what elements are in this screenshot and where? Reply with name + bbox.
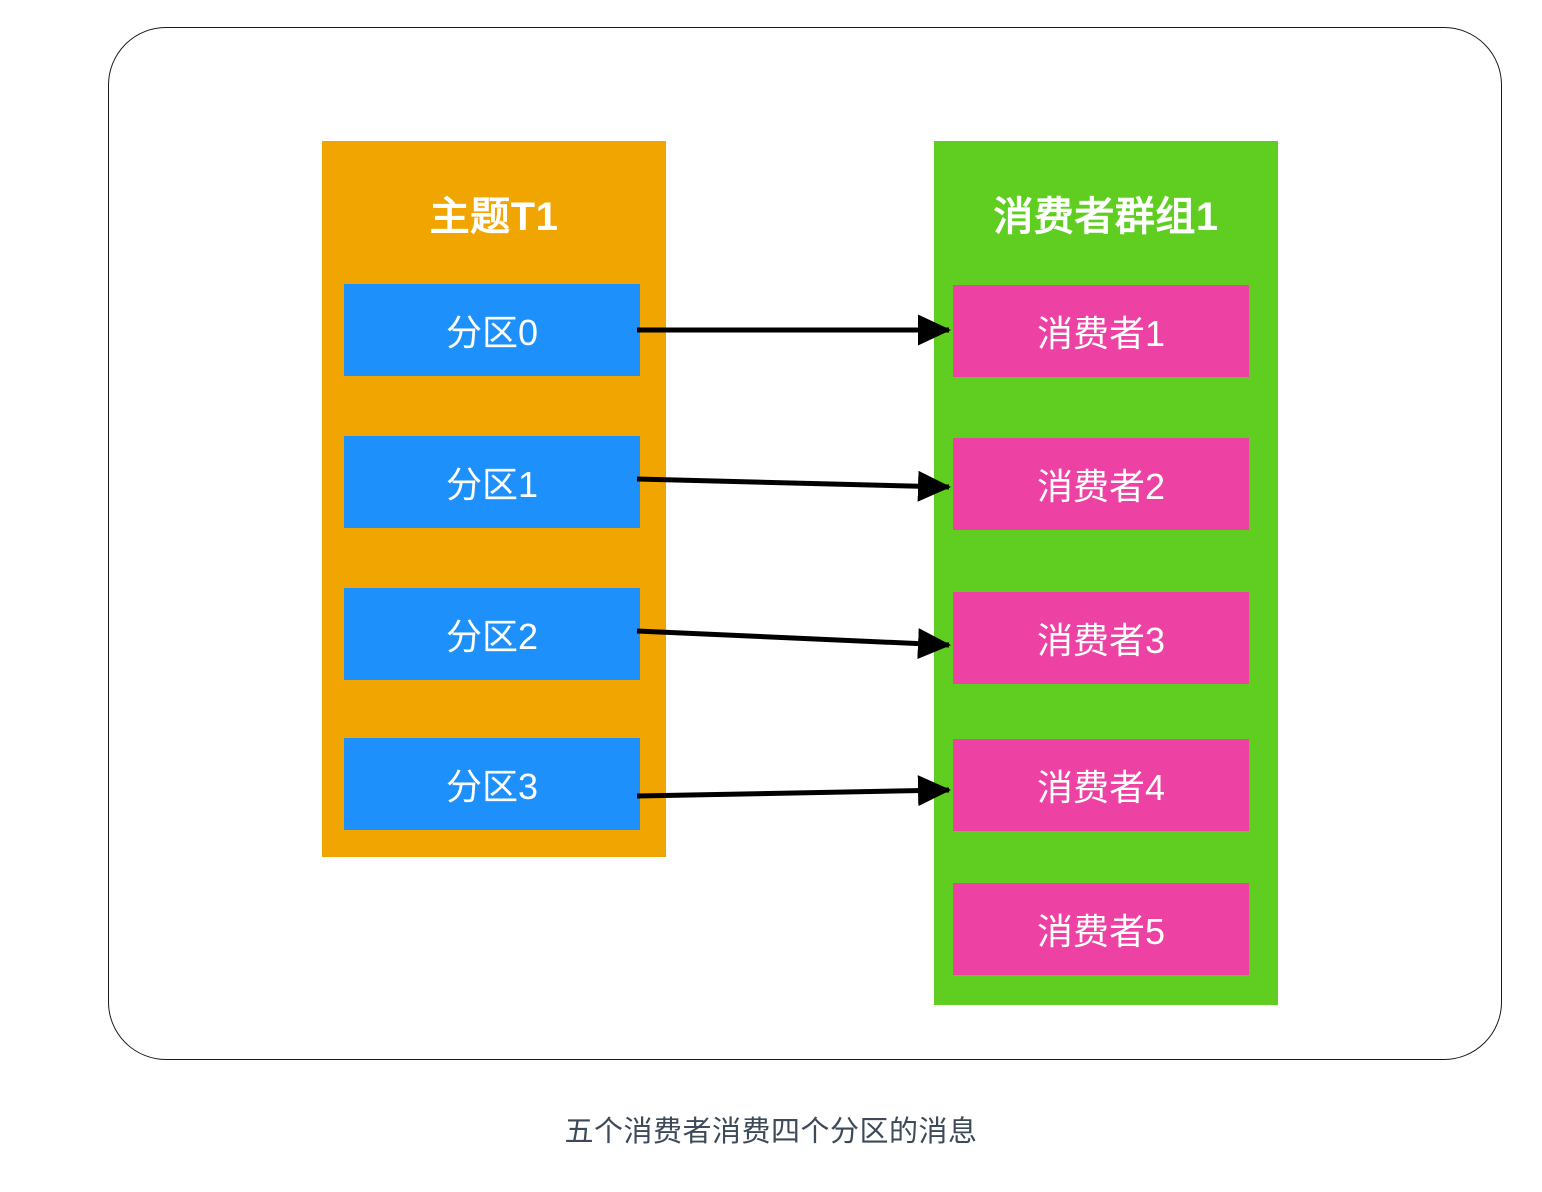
- partition-label-1: 分区1: [445, 464, 539, 505]
- partition-label-3: 分区3: [445, 766, 539, 807]
- partition-box-1[interactable]: 分区1: [344, 436, 640, 528]
- consumer-label-3: 消费者3: [1036, 620, 1166, 661]
- consumer-box-2[interactable]: 消费者2: [953, 438, 1249, 530]
- topic-title: 主题T1: [429, 194, 559, 239]
- consumer-label-2: 消费者2: [1036, 466, 1166, 507]
- partition-label-0: 分区0: [445, 312, 539, 353]
- partition-box-0[interactable]: 分区0: [344, 284, 640, 376]
- partition-label-2: 分区2: [445, 616, 539, 657]
- partition-box-3[interactable]: 分区3: [344, 738, 640, 830]
- outer-rounded-frame: [108, 27, 1502, 1060]
- consumer-box-5[interactable]: 消费者5: [953, 883, 1249, 975]
- consumer-box-1[interactable]: 消费者1: [953, 285, 1249, 377]
- consumer-box-4[interactable]: 消费者4: [953, 739, 1249, 831]
- consumer-box-3[interactable]: 消费者3: [953, 592, 1249, 684]
- partition-box-2[interactable]: 分区2: [344, 588, 640, 680]
- consumer-group-column: 消费者群组1 消费者1 消费者2 消费者3 消费者4 消费者5: [934, 141, 1278, 1005]
- topic-column: 主题T1 分区0 分区1 分区2 分区3: [322, 141, 666, 857]
- diagram-caption: 五个消费者消费四个分区的消息: [564, 1116, 978, 1148]
- consumer-label-5: 消费者5: [1036, 911, 1166, 952]
- consumer-label-4: 消费者4: [1036, 767, 1166, 808]
- consumer-label-1: 消费者1: [1036, 313, 1166, 354]
- consumer-group-title: 消费者群组1: [993, 195, 1219, 239]
